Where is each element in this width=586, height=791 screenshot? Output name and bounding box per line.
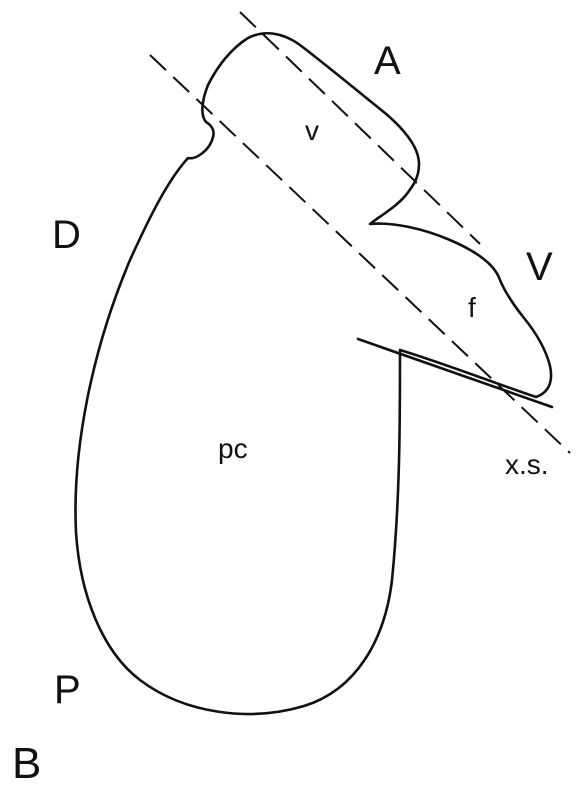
section-line-outer bbox=[240, 12, 480, 244]
section-line-inner bbox=[150, 55, 570, 453]
base-line bbox=[358, 339, 552, 407]
label-dorsal: D bbox=[52, 213, 81, 257]
label-section: x.s. bbox=[505, 449, 549, 480]
label-f: f bbox=[468, 292, 476, 323]
panel-label: B bbox=[12, 739, 41, 788]
label-pc: pc bbox=[218, 433, 248, 464]
label-anterior: A bbox=[374, 39, 401, 83]
label-v: v bbox=[305, 115, 319, 146]
label-posterior: P bbox=[54, 668, 81, 712]
label-ventral: V bbox=[526, 245, 553, 289]
